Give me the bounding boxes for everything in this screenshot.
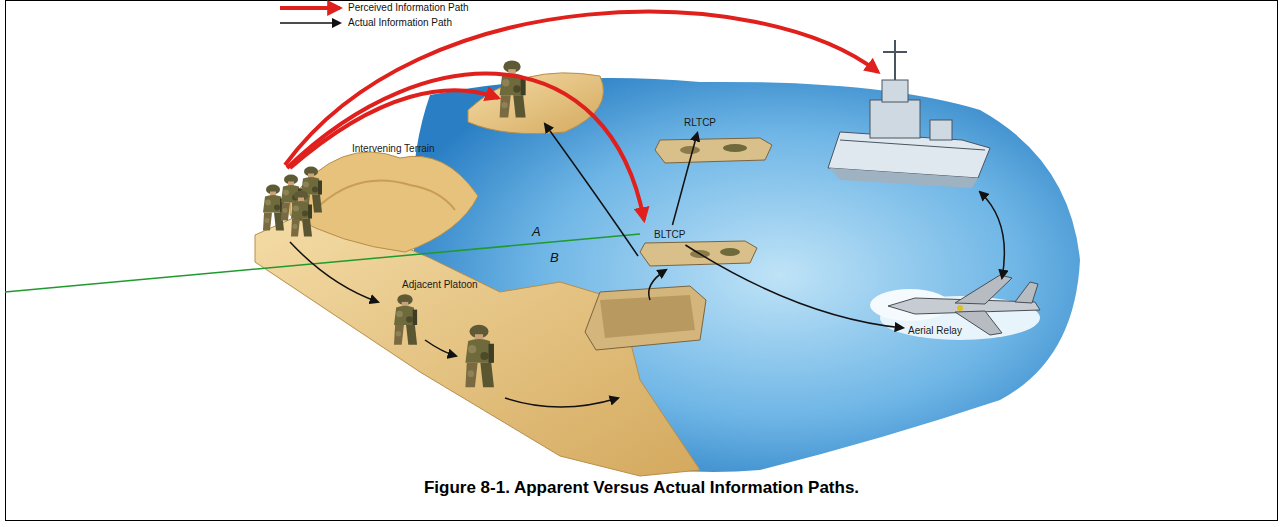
ship-mast-yard	[883, 51, 907, 53]
camo-spot	[680, 146, 700, 154]
ship-superstructure	[870, 100, 920, 138]
camo-spot	[720, 248, 740, 256]
legend-text: Actual Information Path	[348, 17, 452, 29]
dune-ridge	[320, 181, 455, 211]
actual-path	[980, 192, 1004, 278]
rltcp-boat	[655, 138, 772, 163]
aircraft-wing	[955, 311, 1002, 335]
aircraft-tail	[1015, 282, 1038, 303]
ship-bridge	[882, 80, 908, 102]
actual-path	[290, 242, 378, 302]
aircraft-wing	[955, 275, 1012, 304]
origin-soldier	[291, 191, 312, 237]
actual-path	[425, 340, 456, 356]
actual-path	[649, 270, 666, 300]
node-text: Aerial Relay	[908, 325, 962, 337]
information-path	[685, 245, 903, 328]
figure-frame	[6, 1, 1278, 521]
node-text: RLTCP	[684, 117, 716, 129]
line-side-label: A	[532, 224, 541, 239]
perceived-path	[285, 12, 878, 165]
relay-label: Aerial Relay	[906, 324, 964, 338]
platoon-soldier	[394, 294, 417, 345]
line-side-label: B	[550, 250, 559, 265]
node-text: BLTCP	[654, 229, 686, 241]
landing-craft-deck	[600, 295, 695, 338]
phase-line	[5, 234, 640, 292]
platoon-label: Adjacent Platoon	[400, 278, 480, 292]
dunes	[290, 152, 478, 252]
terrain-label: Intervening Terrain	[352, 143, 435, 155]
perceived-path	[290, 90, 498, 168]
actual-path	[545, 124, 638, 256]
landing-craft	[585, 286, 706, 350]
figure-caption: Figure 8-1. Apparent Versus Actual Infor…	[0, 478, 1283, 498]
legend-red-arrow	[280, 6, 340, 10]
legend-black-arrow	[280, 22, 340, 24]
ship-mast	[894, 40, 896, 80]
island-soldier	[500, 60, 526, 117]
actual-path	[505, 398, 618, 407]
perceived-path	[287, 74, 644, 220]
information-path	[672, 133, 697, 225]
origin-soldier	[263, 185, 284, 231]
ship-deck	[840, 140, 985, 150]
camo-spot	[723, 144, 747, 152]
aircraft-marking	[957, 305, 963, 311]
command-post-label: BLTCP	[652, 228, 688, 242]
command-post-label: RLTCP	[682, 116, 718, 130]
legend-text: Perceived Information Path	[348, 2, 469, 14]
beach-soldier	[465, 325, 494, 388]
node-text: Adjacent Platoon	[402, 279, 478, 291]
ship-turret	[930, 120, 952, 140]
ship-waterline	[830, 168, 978, 188]
